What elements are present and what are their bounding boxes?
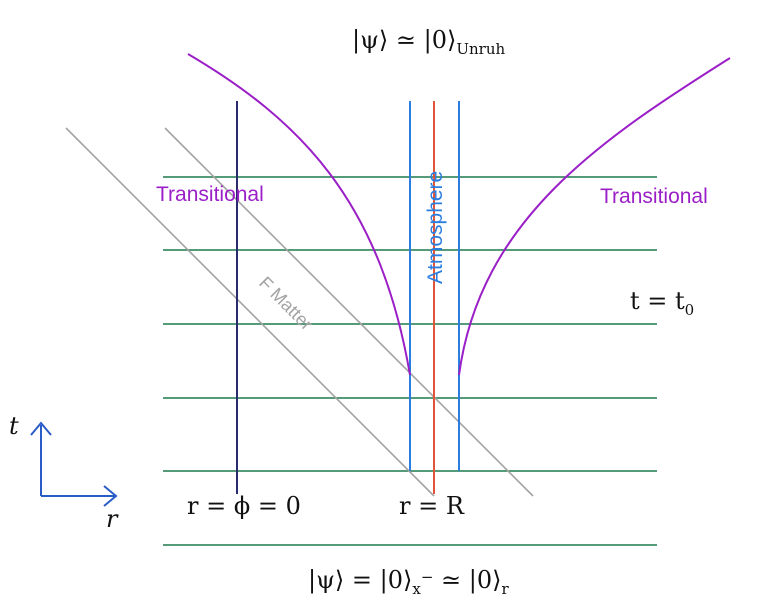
top-state-label: |ψ⟩ ≃ |0⟩Unruh xyxy=(352,26,505,58)
matter-line-inner xyxy=(164,127,534,497)
r-axis-arrowhead xyxy=(103,485,118,507)
r-phi-zero-label: r = ϕ = 0 xyxy=(187,492,301,520)
r-eq-R-label: r = R xyxy=(399,492,465,520)
transitional-label-left: Transitional xyxy=(156,183,264,206)
r-axis-label: r xyxy=(106,505,119,533)
bottom-state-label: |ψ⟩ = |0⟩x− ≃ |0⟩r xyxy=(308,566,510,598)
coordinate-axes xyxy=(30,421,118,507)
matter-line-outer xyxy=(65,127,435,497)
transitional-curve-right xyxy=(458,57,731,376)
t-eq-t0-label: t = t0 xyxy=(630,287,694,319)
transitional-curve-left xyxy=(187,53,411,376)
transitional-label-right: Transitional xyxy=(600,185,708,208)
t-axis-arrowhead xyxy=(30,421,52,436)
f-matter-label: F Matter xyxy=(255,273,317,335)
infalling-matter-lines xyxy=(65,127,534,497)
t-axis-label: t xyxy=(9,412,19,440)
atmosphere-label: Atmosphere xyxy=(424,171,447,284)
